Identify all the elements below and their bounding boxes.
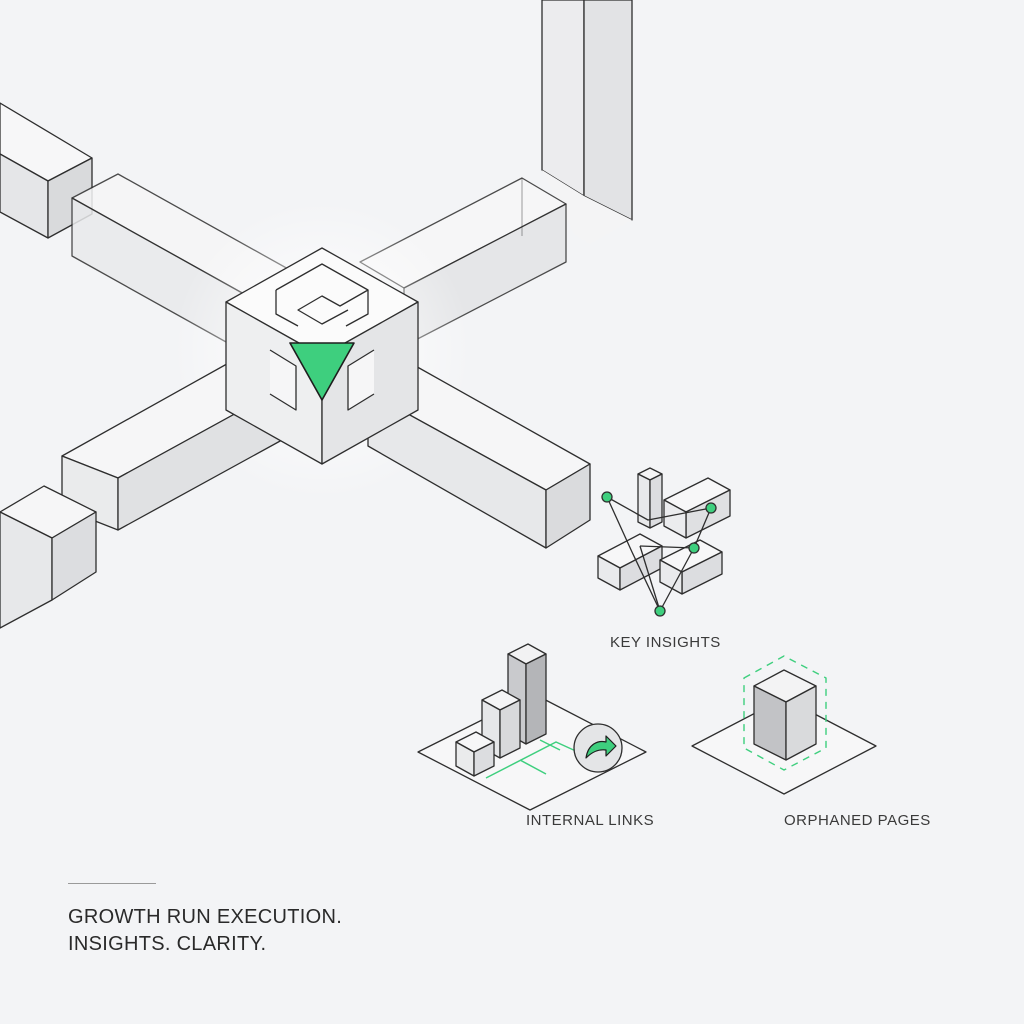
isolated-block-icon bbox=[692, 656, 876, 794]
network-blocks-icon bbox=[598, 468, 730, 616]
bar-blocks-arrow-icon bbox=[418, 644, 646, 810]
beam-bottom-left-far bbox=[0, 486, 96, 628]
tagline-line-1: GROWTH RUN EXECUTION. bbox=[68, 906, 342, 929]
internal-links-label: INTERNAL LINKS bbox=[526, 812, 654, 829]
tagline-line-2: INSIGHTS. CLARITY. bbox=[68, 933, 266, 956]
divider bbox=[68, 883, 156, 884]
orphaned-pages-label: ORPHANED PAGES bbox=[784, 812, 931, 829]
key-insights-label: KEY INSIGHTS bbox=[610, 634, 721, 651]
